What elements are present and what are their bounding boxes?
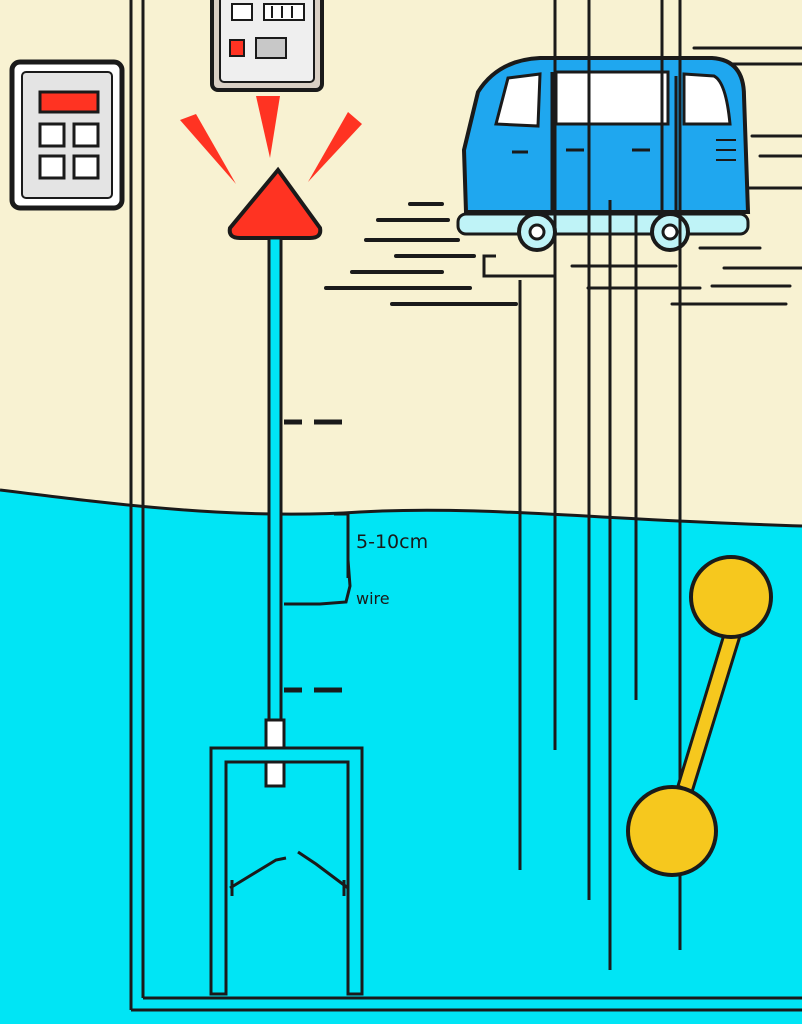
depth-range-label: 5-10cm [356, 531, 428, 553]
wire-label: wire [356, 589, 390, 608]
van-icon [456, 56, 751, 278]
alarm-control-box-icon [210, 0, 324, 92]
sensor-probe-rod [264, 236, 286, 788]
depth-dimension-bracket [284, 512, 352, 606]
water-surface-line [0, 488, 802, 528]
probe-level-marks [284, 419, 342, 693]
water-body [0, 490, 802, 1024]
electrode-frame [209, 746, 364, 996]
tank-frame [129, 0, 802, 1012]
float-switch-icon [626, 555, 773, 877]
warning-beacon-icon [180, 96, 362, 240]
control-panel-icon [9, 59, 125, 211]
electrode-wires [229, 850, 349, 896]
motion-streaks [324, 46, 802, 306]
